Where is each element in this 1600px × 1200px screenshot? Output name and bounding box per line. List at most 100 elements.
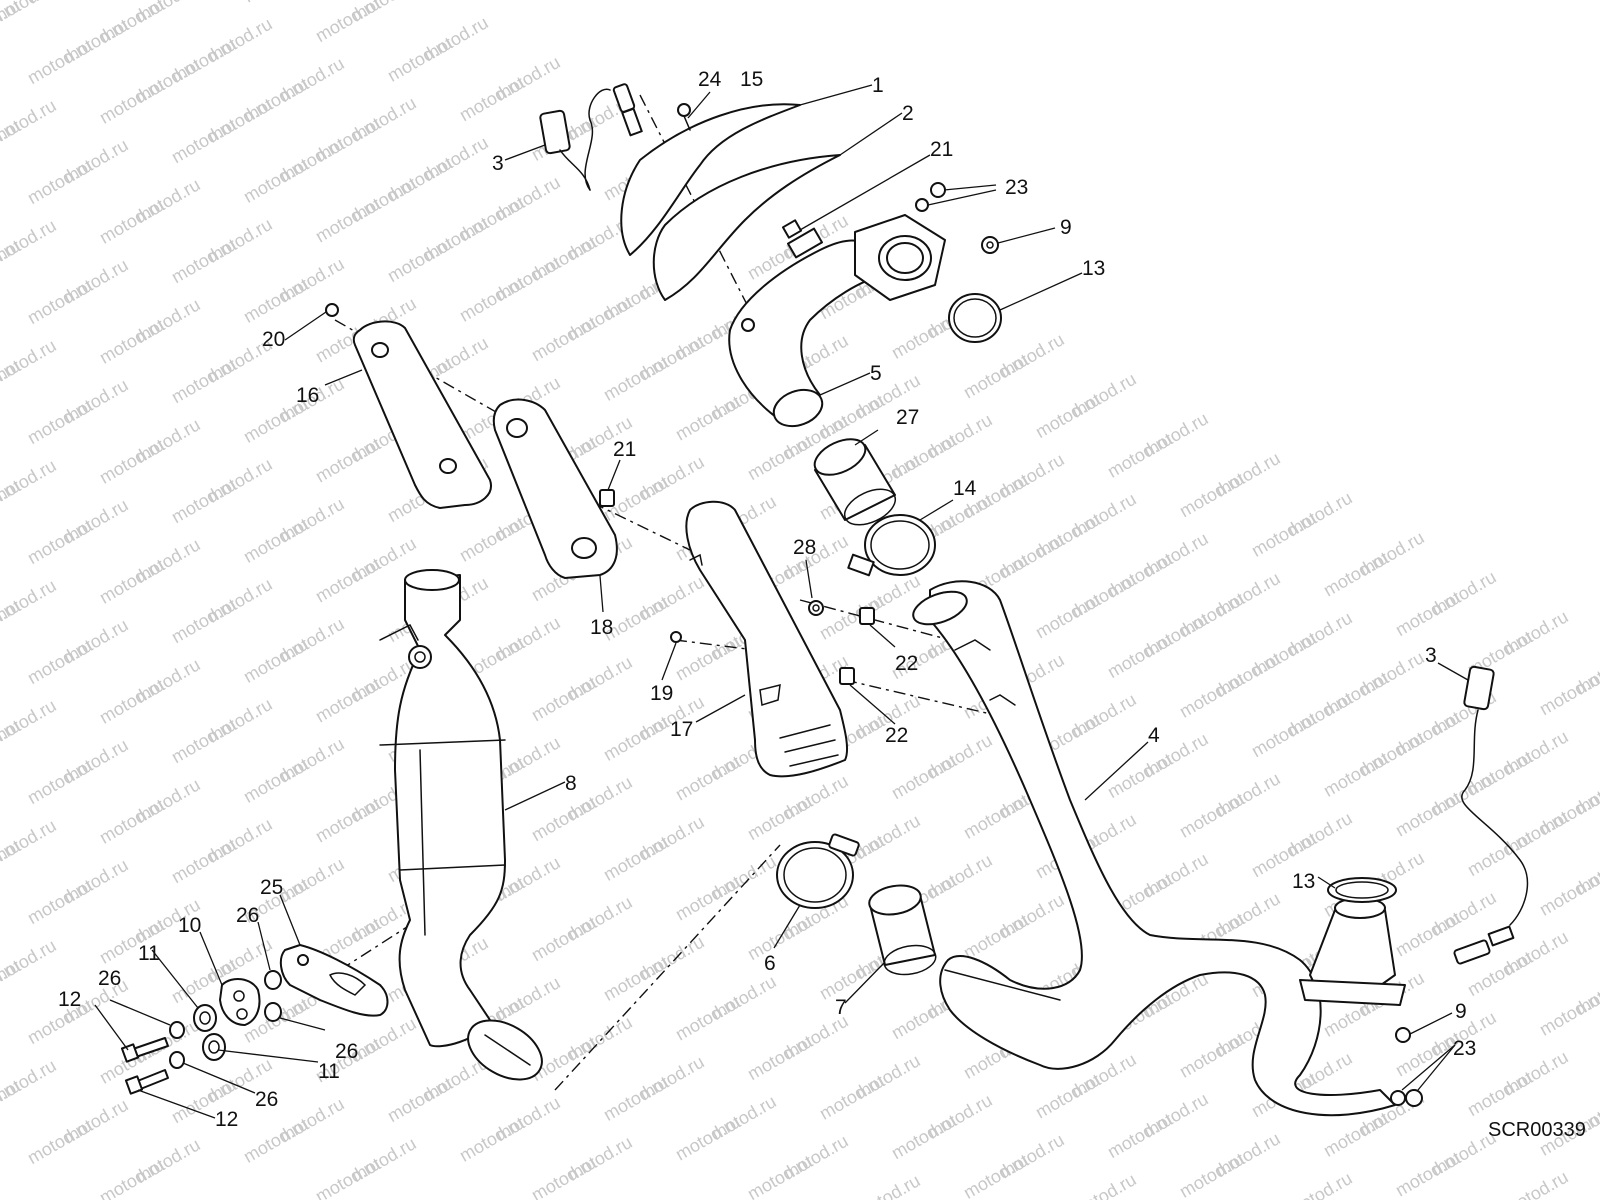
callout-3-upper: 3 [492, 152, 504, 175]
watermark-text: motod.ru [672, 752, 744, 805]
watermark-text: motod.ru [960, 910, 1032, 963]
clip-22-lower [839, 667, 855, 685]
callout-14: 14 [953, 477, 977, 500]
watermark-text: motod.ru [384, 1073, 456, 1126]
sleeve-7 [868, 884, 937, 976]
lambda-sensor-lower [1453, 709, 1529, 965]
nut-23-upper [915, 182, 946, 212]
watermark-text: motod.ru [168, 234, 240, 287]
heat-shield-upper-2 [652, 154, 841, 301]
watermark-text: motod.ru [1176, 1149, 1248, 1200]
callout-17: 17 [670, 718, 693, 741]
watermark-text: motod.ru [24, 635, 96, 688]
clip-21-lower [599, 489, 615, 507]
watermark-text: motod.ru [1320, 548, 1392, 601]
callout-27: 27 [896, 406, 919, 429]
callout-13-lower: 13 [1292, 870, 1315, 893]
watermark-text: motod.ru [384, 233, 456, 286]
nut-9-upper [981, 236, 999, 254]
callout-labels: 1 2 3 3 4 5 6 7 8 9 9 10 11 11 12 12 13 … [58, 68, 1476, 1131]
washer-28 [808, 600, 824, 616]
watermark-text: motod.ru [744, 1031, 816, 1084]
callout-26-c: 26 [98, 967, 121, 990]
callout-11-upper: 11 [138, 942, 160, 965]
heat-shield-18 [492, 398, 618, 579]
watermark-text: motod.ru [456, 513, 528, 566]
watermark-text: motod.ru [24, 1115, 96, 1168]
watermark-text: motod.ru [1032, 1070, 1104, 1123]
watermark-text: motod.ru [384, 33, 456, 86]
watermark-text: motod.ru [600, 832, 672, 885]
watermark-text: motod.ru [96, 435, 168, 488]
screw-20 [325, 303, 339, 317]
watermark-text: motod.ru [960, 1150, 1032, 1200]
watermark-text: motod.ru [744, 1151, 816, 1200]
callout-12-lower: 12 [215, 1108, 238, 1131]
callout-4: 4 [1148, 724, 1160, 747]
watermark-text: motod.ru [960, 790, 1032, 843]
clamp-14 [847, 514, 936, 577]
front-head-pipe [728, 227, 886, 428]
washer-26-c [169, 1021, 185, 1039]
leader-lines [94, 84, 1469, 1119]
watermark-text: motod.ru [1284, 1168, 1356, 1200]
watermark-text: motod.ru [96, 315, 168, 368]
watermark-text: motod.ru [672, 392, 744, 445]
watermark-text: motod.ru [312, 674, 384, 727]
watermark-text: motod.ru [528, 312, 600, 365]
watermark-text: motod.ru [240, 634, 312, 687]
watermark-text: motod.ru [1536, 666, 1600, 719]
watermark-text: motod.ru [1176, 1029, 1248, 1082]
watermark-text: motod.ru [1248, 508, 1320, 561]
callout-13-upper: 13 [1082, 257, 1105, 280]
watermark-text: motod.ru [96, 555, 168, 608]
callout-16: 16 [296, 384, 319, 407]
watermark-text: motod.ru [1500, 1167, 1572, 1200]
watermark-text: motod.ru [1176, 468, 1248, 521]
gasket-13-upper [948, 293, 1002, 343]
callout-22-lower: 22 [885, 724, 908, 747]
watermark-text: motod.ru [1392, 788, 1464, 841]
watermark-text: motod.ru [1392, 1148, 1464, 1200]
callout-6: 6 [764, 952, 776, 975]
watermark-text: motod.ru [600, 952, 672, 1005]
sensor-connector-lower [1463, 665, 1495, 711]
callout-21-lower: 21 [613, 438, 636, 461]
watermark-text: motod.ru [852, 1170, 924, 1200]
watermark-text: motod.ru [528, 792, 600, 845]
screw-24 [677, 103, 691, 131]
callout-12-upper: 12 [58, 988, 81, 1011]
heat-shield-upper-1 [620, 103, 801, 256]
washer-26-d [169, 1051, 185, 1069]
heat-shield-17 [685, 500, 849, 778]
bolt-12-a [120, 1037, 169, 1063]
watermark-text: motod.ru [96, 1155, 168, 1200]
callout-23-lower: 23 [1453, 1037, 1476, 1060]
watermark-text: motod.ru [456, 72, 528, 125]
watermark-text: motod.ru [168, 474, 240, 527]
watermark-text: motod.ru [312, 554, 384, 607]
bracket-25 [279, 944, 389, 1017]
watermark-text: motod.ru [240, 754, 312, 807]
watermark-text: motod.ru [456, 1113, 528, 1166]
watermark-text: motod.ru [1104, 1109, 1176, 1162]
watermark-text: motod.ru [816, 1071, 888, 1124]
watermark-text: motod.ru [1068, 1169, 1140, 1200]
watermark-text: motod.ru [1392, 587, 1464, 640]
callout-8: 8 [565, 772, 577, 795]
watermark-text: motod.ru [1536, 987, 1600, 1040]
watermark-text: motod.ru [1104, 429, 1176, 482]
watermark-text: motod.ru [1536, 867, 1600, 920]
rubber-damper-10 [219, 978, 261, 1026]
watermark-text: motod.ru [24, 395, 96, 448]
watermark-text: motod.ru [1464, 1067, 1536, 1120]
watermark-text: motod.ru [672, 992, 744, 1045]
watermark-text: motod.ru [24, 35, 96, 88]
callout-19: 19 [650, 682, 673, 705]
watermark-text: motod.ru [1464, 827, 1536, 880]
callout-23-upper: 23 [1005, 176, 1028, 199]
watermark-text: motod.ru [96, 675, 168, 728]
watermark-text: motod.ru [24, 875, 96, 928]
sensor-connector-upper [539, 109, 591, 191]
